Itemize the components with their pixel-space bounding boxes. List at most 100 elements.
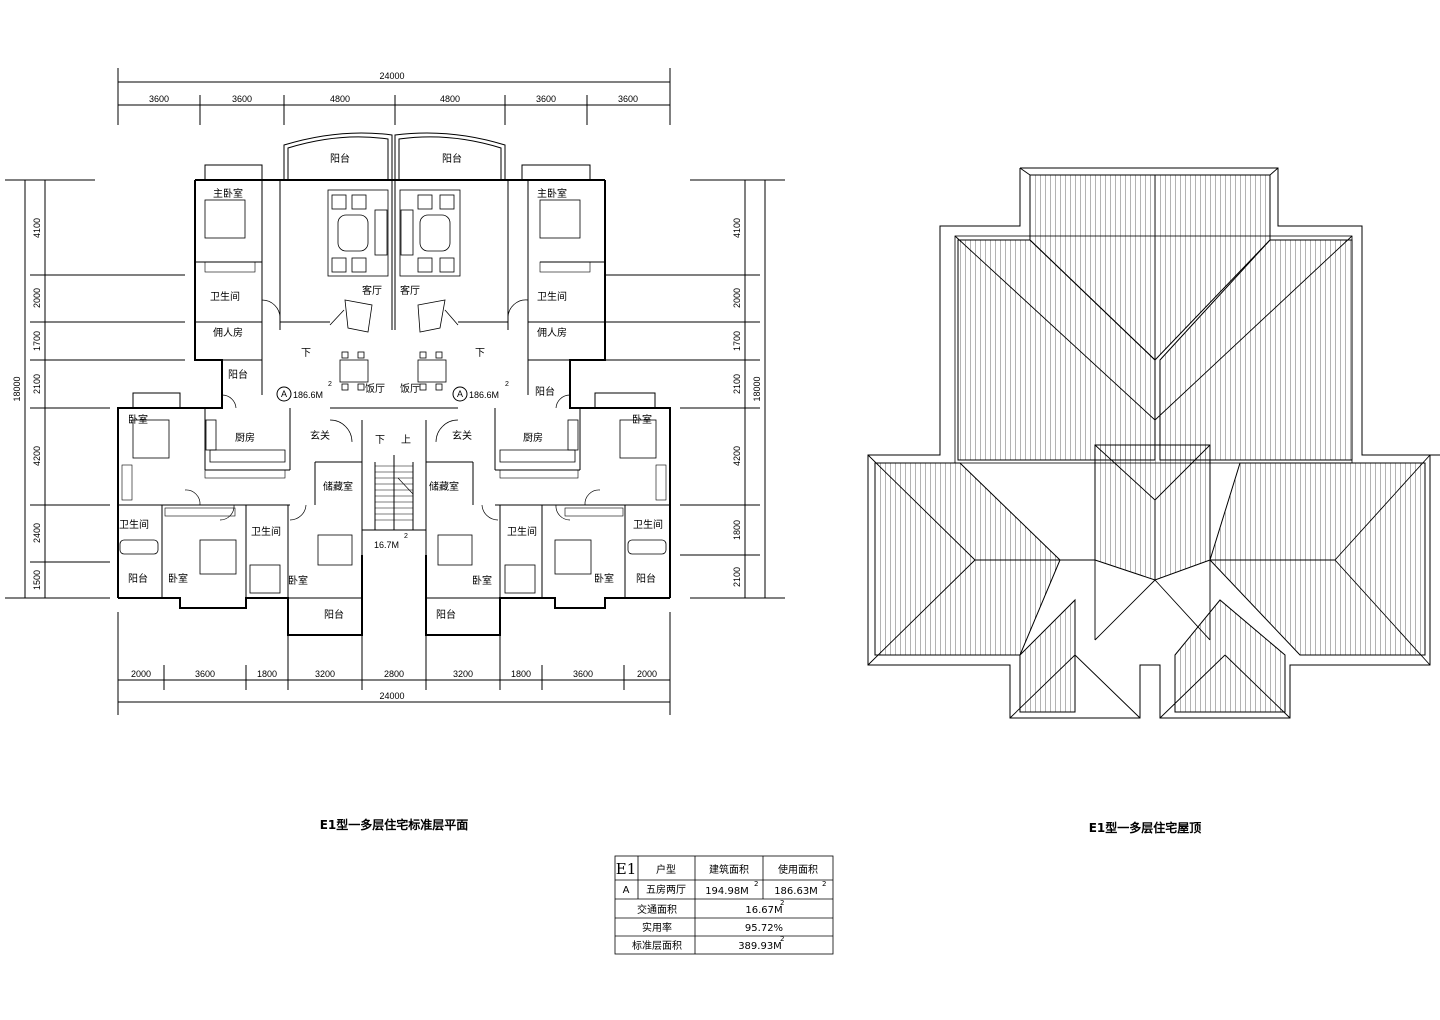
label-living-left: 客厅 [362,284,382,297]
bottom-balconies [287,597,501,636]
stair-treads [375,465,414,521]
roof-plane-center [1094,444,1211,581]
top-dim-2: 3600 [232,94,252,104]
table-row-floor-sup: 2 [780,935,784,943]
unit-area-left: 186.6M [293,390,323,400]
stair-core [330,180,458,531]
label-bathroom-left: 卫生间 [210,290,240,303]
label-balcony-mid-right: 阳台 [535,385,555,398]
right-dim-6: 1800 [732,520,742,540]
unit-area-left-sup: 2 [328,381,332,388]
table-unit-usable-sup: 2 [822,880,826,888]
bottom-dim-2: 3600 [195,669,215,679]
label-bedroom-right-upper: 卧室 [632,413,652,426]
table-unit-built-sup: 2 [754,880,758,888]
label-bedroom-left-upper: 卧室 [128,413,148,426]
label-balcony-low-right: 阳台 [636,572,656,585]
table-header-usable: 使用面积 [778,863,818,876]
left-dim-1: 4100 [32,218,42,238]
bottom-dim-3: 1800 [257,669,277,679]
label-bedroom-center-right: 卧室 [472,574,492,587]
label-servant-left: 佣人房 [213,326,243,339]
left-dim-5: 4200 [32,446,42,466]
unit-area-right-sup: 2 [505,381,509,388]
top-dim-1: 3600 [149,94,169,104]
top-dim-6: 3600 [618,94,638,104]
label-dining-left: 饭厅 [365,383,385,395]
left-dim-2: 2000 [32,288,42,308]
label-dining-right: 饭厅 [400,383,420,395]
table-row-traffic-sup: 2 [780,899,784,907]
stair-area: 16.7M [374,540,399,550]
label-storage-left: 储藏室 [323,480,353,493]
label-stair-up: 上 [401,434,411,446]
label-bathroom-mid-left: 卫生间 [251,525,281,538]
beds [132,199,657,575]
label-servant-right: 佣人房 [537,326,567,339]
table-row-traffic-label: 交通面积 [637,903,677,916]
unit-tag-right: A [457,389,463,399]
label-storage-right: 储藏室 [429,480,459,493]
unit-tag-circle-left [276,386,292,402]
bottom-dim-7: 1800 [511,669,531,679]
label-foyer-left: 玄关 [310,429,330,442]
right-total-dim: 18000 [752,376,762,401]
top-total-dim: 24000 [379,71,404,81]
top-balconies [283,132,506,180]
label-down-left: 下 [301,348,311,359]
wardrobes [121,261,667,517]
roof-plan-title: E1型一多层住宅屋顶 [1089,820,1202,835]
roof-ridges [867,167,1431,719]
table-row-ratio-value: 95.72% [745,923,783,934]
label-bathroom-lower-left: 卫生间 [119,518,149,531]
label-balcony-top-left: 阳台 [330,152,350,165]
table-row-floor-label: 标准层面积 [632,940,682,952]
top-dim-5: 3600 [536,94,556,104]
left-dim-4: 2100 [32,374,42,394]
top-dim-3: 4800 [330,94,350,104]
label-balcony-low-left: 阳台 [128,572,148,585]
left-total-dim: 18000 [12,376,22,401]
floor-plan-labels: 24000 3600 3600 4800 4800 3600 3600 2000… [12,71,762,832]
bottom-dim-8: 3600 [573,669,593,679]
roof-plane-top [1029,174,1271,361]
roof-plan: E1型一多层住宅屋顶 [867,167,1440,835]
label-balcony-mid-left: 阳台 [228,368,248,381]
table-unit-label: A [623,885,630,896]
table-header-built: 建筑面积 [709,863,749,876]
label-down-right: 下 [475,348,485,359]
master-bay-windows [132,164,656,608]
right-dim-1: 4100 [732,218,742,238]
right-dimensions [605,179,785,599]
label-bedroom-low-left: 卧室 [168,572,188,585]
bottom-dimensions [117,612,671,715]
roof-plane-wing-right [1174,599,1286,713]
right-dim-5: 4200 [732,446,742,466]
top-dim-4: 4800 [440,94,460,104]
bottom-dim-9: 2000 [637,669,657,679]
roof-plane-bottom-right [1209,462,1426,656]
living-furniture-right [399,189,461,333]
label-kitchen-right: 厨房 [523,431,543,444]
roof-plane-left [957,239,1156,461]
right-dim-2: 2000 [732,288,742,308]
bottom-dim-1: 2000 [131,669,151,679]
table-row-ratio-label: 实用率 [642,921,672,934]
roof-plane-bottom-left [874,462,1061,656]
left-dim-6: 2400 [32,523,42,543]
table-unit-type: 五房两厅 [646,883,686,896]
label-bedroom-low-right: 卧室 [594,572,614,585]
floor-plan [5,68,785,715]
right-dim-3: 1700 [732,331,742,351]
stair-area-sup: 2 [404,533,408,540]
table-code: E1 [616,860,637,878]
door-swings [184,299,601,521]
unit-tag-circle-right [452,386,468,402]
unit-area-right: 186.6M [469,390,499,400]
unit-tag-left: A [281,389,287,399]
label-bathroom-lower-right: 卫生间 [633,518,663,531]
bottom-dim-4: 3200 [315,669,335,679]
left-dimensions [5,179,185,599]
table-header-type: 户型 [656,863,676,876]
